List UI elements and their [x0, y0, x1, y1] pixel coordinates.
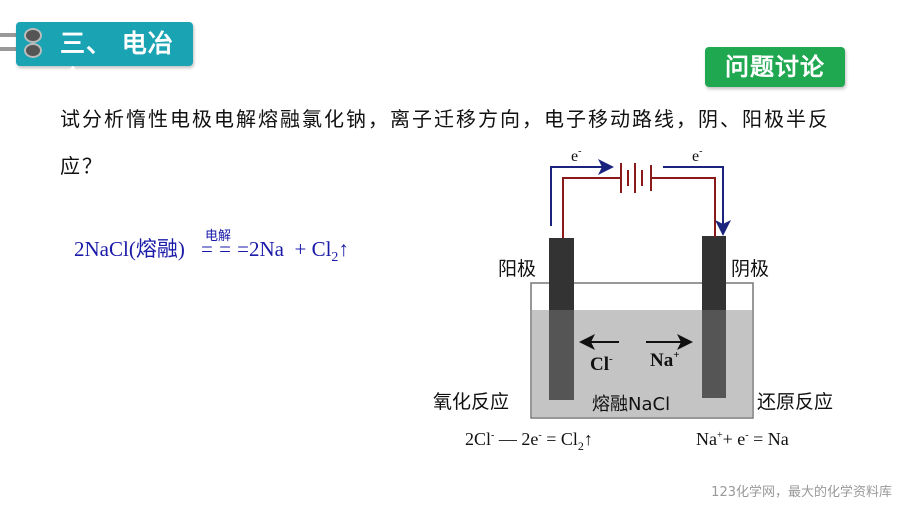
- electron-flow-arrow-right: [663, 166, 731, 236]
- cation-charge: +: [673, 349, 679, 361]
- electron-label-right: e: [692, 148, 699, 165]
- discussion-badge: 问题讨论: [705, 47, 845, 87]
- anion-label: Cl: [590, 354, 609, 375]
- anode-half-reaction: 2Cl- — 2e- = Cl2↑: [465, 429, 593, 453]
- anode-label: 阳极: [498, 258, 536, 280]
- d: -: [745, 430, 748, 441]
- question-text: 试分析惰性电极电解熔融氯化钠，离子迁移方向，电子移动路线，阴、阳极半反应？: [60, 107, 830, 178]
- binder-wire: [0, 47, 24, 51]
- svg-text:2Na + Cl2↑: 2Na + Cl2↑: [249, 237, 349, 265]
- cathode-electrode: [702, 236, 726, 310]
- battery-icon: [620, 163, 652, 193]
- e: = Cl: [542, 429, 578, 449]
- a: Na: [696, 429, 717, 449]
- svg-text:Na+: Na+: [650, 349, 680, 371]
- footer-watermark: 123化学网，最大的化学资料库: [711, 485, 892, 500]
- oxidation-label: 氧化反应: [433, 391, 509, 413]
- b: +: [717, 430, 723, 441]
- electron-charge: -: [578, 146, 581, 157]
- b: -: [491, 430, 494, 441]
- equation-sign: ===: [201, 237, 249, 261]
- binder-wire: [0, 33, 24, 37]
- gas-arrow: ↑: [338, 237, 349, 261]
- reduction-label: 还原反应: [757, 391, 833, 413]
- cathode-electrode-submerged: [702, 310, 726, 398]
- anode-electrode: [549, 238, 574, 310]
- svg-text:e-: e-: [571, 146, 581, 165]
- cation-label: Na: [650, 350, 674, 371]
- cathode-label: 阴极: [731, 258, 769, 280]
- binder-ring-icon: [24, 28, 42, 43]
- binder-ring-icon: [24, 43, 42, 58]
- overall-equation: 2NaCl(熔融) 电解 === 2Na + Cl2↑: [74, 229, 349, 265]
- f: 2: [578, 439, 584, 453]
- svg-text:Cl-: Cl-: [590, 353, 613, 375]
- circuit-wire-right: [652, 177, 716, 237]
- d: -: [538, 430, 541, 441]
- circuit-wire-left: [562, 177, 620, 238]
- electron-charge: -: [699, 146, 702, 157]
- electron-label-left: e: [571, 148, 578, 165]
- equation-lhs: 2NaCl(熔融): [74, 237, 185, 261]
- electrolyte-label: 熔融NaCl: [592, 394, 670, 415]
- section-title-tag: 三、 电冶金: [16, 22, 193, 94]
- a: 2Cl: [465, 429, 491, 449]
- c: — 2e: [494, 429, 538, 449]
- equation-subscript: 2: [331, 250, 338, 265]
- svg-text:2NaCl(熔融): 2NaCl(熔融): [74, 237, 185, 261]
- c: + e: [723, 429, 746, 449]
- equation-rhs: 2Na + Cl: [249, 237, 332, 261]
- anion-charge: -: [609, 353, 613, 365]
- electron-flow-arrow-left: [550, 159, 614, 226]
- equation-condition: 电解: [205, 229, 231, 244]
- g: ↑: [584, 429, 593, 449]
- cathode-half-reaction: Na++ e- = Na: [696, 429, 789, 449]
- anode-electrode-submerged: [549, 310, 574, 400]
- svg-text:e-: e-: [692, 146, 702, 165]
- e: = Na: [749, 429, 789, 449]
- section-title: 三、 电冶金: [60, 29, 174, 94]
